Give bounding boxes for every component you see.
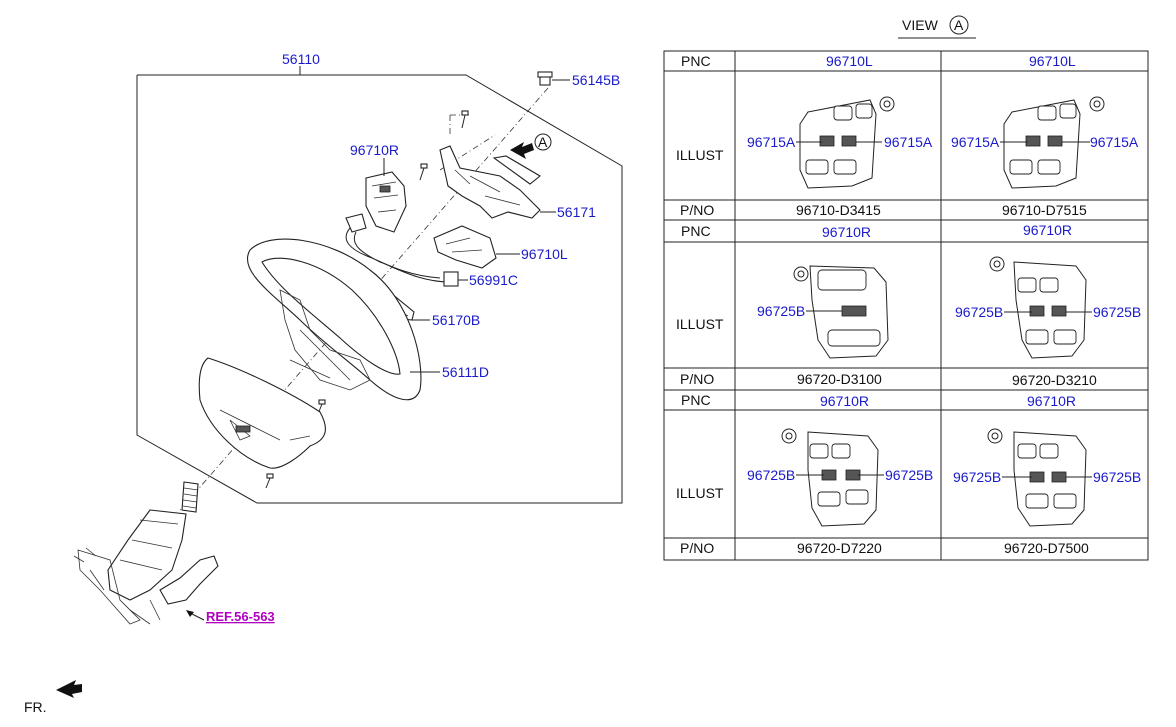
callout-56991C[interactable]: 56991C <box>469 272 518 288</box>
callout-left[interactable]: 96725B <box>953 469 1001 485</box>
switch-illustration <box>799 96 895 189</box>
view-title: VIEW <box>902 17 939 33</box>
switch-illustration <box>1003 96 1105 189</box>
switch-illustration <box>989 256 1087 359</box>
row-label-illust: ILLUST <box>676 485 724 501</box>
row-label-pnc: PNC <box>681 392 711 408</box>
callout-left[interactable]: 96715A <box>951 134 1000 150</box>
assembly-frame <box>136 66 623 504</box>
callout-left[interactable]: 96725B <box>955 304 1003 320</box>
pnc-cell[interactable]: 96710R <box>1023 222 1072 238</box>
callout-right[interactable]: 96715A <box>1090 134 1139 150</box>
switch-illustration <box>987 428 1087 527</box>
callout-96710R[interactable]: 96710R <box>350 142 399 158</box>
row-label-pnc: PNC <box>681 223 711 239</box>
view-marker: A <box>538 134 548 150</box>
ref-link-56-563[interactable]: REF.56-563 <box>206 609 275 624</box>
center-axis <box>179 87 549 511</box>
callout-56110[interactable]: 56110 <box>282 51 320 67</box>
pnc-cell[interactable]: 96710R <box>820 393 869 409</box>
switch-96710L-part <box>433 225 497 269</box>
steering-column-part <box>73 481 219 625</box>
view-circle-icon <box>949 15 969 35</box>
switch-illustration <box>781 428 879 527</box>
row-label-pnc: PNC <box>681 53 711 69</box>
row-label-illust: ILLUST <box>676 316 724 332</box>
view-arrow-A-icon <box>510 133 552 159</box>
variant-table <box>663 50 1149 561</box>
pno-cell: 96720-D3210 <box>1012 372 1097 388</box>
pno-cell: 96720-D7500 <box>1004 540 1089 556</box>
callout-96710L[interactable]: 96710L <box>521 246 568 262</box>
callout-right[interactable]: 96725B <box>1093 469 1141 485</box>
row-label-pno: P/NO <box>680 371 714 387</box>
pnc-cell[interactable]: 96710L <box>1029 53 1076 69</box>
pno-cell: 96710-D7515 <box>1002 202 1087 218</box>
switch-illustration <box>793 265 889 359</box>
pno-cell: 96720-D7220 <box>797 540 882 556</box>
callout-56145B[interactable]: 56145B <box>572 72 620 88</box>
callout-56171[interactable]: 56171 <box>557 204 596 220</box>
steering-wheel-56111D-part <box>246 238 422 401</box>
callout-56170B[interactable]: 56170B <box>432 312 480 328</box>
pno-cell: 96710-D3415 <box>796 202 881 218</box>
view-circle-label: A <box>954 17 964 33</box>
pnc-cell[interactable]: 96710R <box>1027 393 1076 409</box>
callout-right[interactable]: 96715A <box>884 134 933 150</box>
callout-56111D[interactable]: 56111D <box>442 364 489 380</box>
pnc-cell[interactable]: 96710L <box>826 53 873 69</box>
lower-cover-part <box>198 357 326 469</box>
bolt-56145B-icon <box>537 71 570 86</box>
pno-cell: 96720-D3100 <box>797 371 882 387</box>
front-arrow-icon <box>56 680 82 698</box>
callout-right[interactable]: 96725B <box>1093 304 1141 320</box>
row-label-pno: P/NO <box>680 202 714 218</box>
callout-left[interactable]: 96715A <box>747 134 796 150</box>
callout-left[interactable]: 96725B <box>747 467 795 483</box>
callout-left[interactable]: 96725B <box>757 303 805 319</box>
front-label: FR. <box>24 699 47 715</box>
switch-96710R-part <box>365 171 407 233</box>
bracket-56171-part <box>439 145 541 219</box>
callout-right[interactable]: 96725B <box>885 467 933 483</box>
row-label-illust: ILLUST <box>676 147 724 163</box>
row-label-pno: P/NO <box>680 540 714 556</box>
harness-56991C-part <box>345 213 459 287</box>
pnc-cell[interactable]: 96710R <box>822 224 871 240</box>
